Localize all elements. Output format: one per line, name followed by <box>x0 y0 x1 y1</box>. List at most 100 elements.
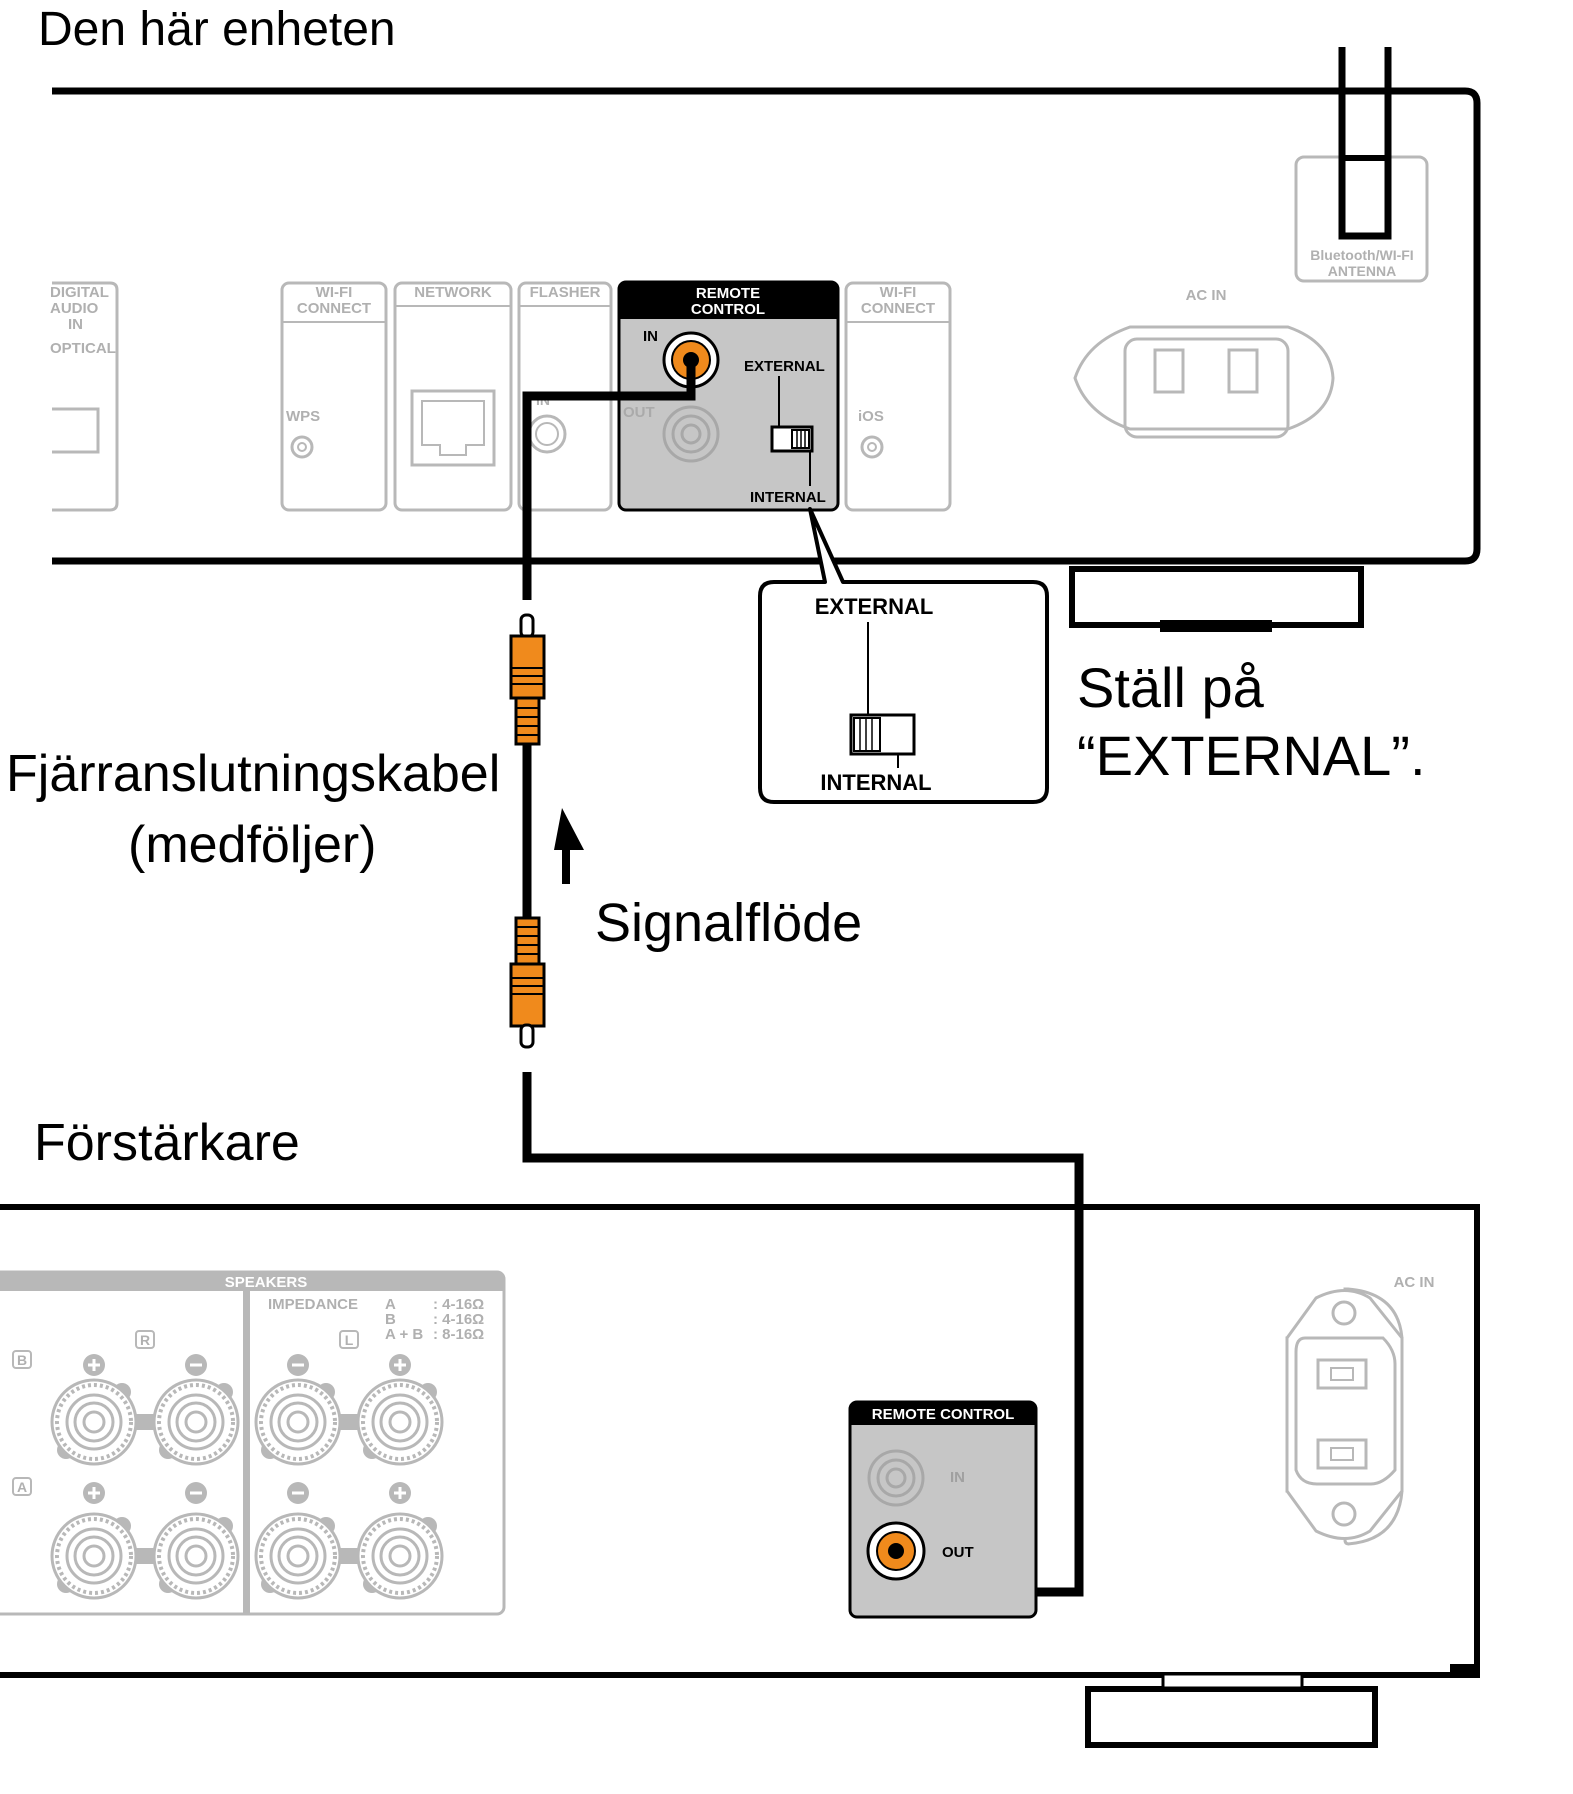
optical-panel <box>52 281 119 512</box>
device-ac-in-label: AC IN <box>1186 287 1227 304</box>
device-title: Den här enheten <box>38 3 396 56</box>
speaker-terminals <box>50 1378 444 1600</box>
ios-label: iOS <box>858 408 884 425</box>
device-foot <box>1069 566 1364 628</box>
amplifier-corner <box>1450 1664 1477 1678</box>
impedance-a-key: A <box>385 1296 396 1313</box>
signal-flow-label: Signalflöde <box>595 893 862 953</box>
amplifier-title: Förstärkare <box>34 1114 300 1172</box>
amp-rc-in-jack <box>867 1449 925 1507</box>
impedance-a-value: : 4-16Ω <box>433 1296 484 1313</box>
set-label-line2: “EXTERNAL”. <box>1077 724 1426 787</box>
flasher-port-inner <box>535 422 559 446</box>
optical-port <box>52 407 100 454</box>
speaker-binding-post <box>152 1512 240 1600</box>
device-rc-out-jack-center <box>680 423 702 445</box>
impedance-b-key: B <box>385 1311 396 1328</box>
speaker-binding-post <box>356 1378 444 1466</box>
speakers-header <box>0 1272 504 1291</box>
speaker-binding-post <box>50 1378 138 1466</box>
row-a-label: A <box>17 1479 27 1495</box>
network-label: NETWORK <box>414 284 492 301</box>
amp-ac-pin-bottom <box>1316 1438 1368 1470</box>
minus-icon <box>287 1354 309 1376</box>
speaker-binding-post <box>254 1378 342 1466</box>
optical-label-1: DIGITAL <box>50 284 109 301</box>
amp-remote-control-header <box>850 1402 1036 1425</box>
device-ac-pin-left <box>1153 348 1185 394</box>
flasher-port <box>527 414 567 454</box>
device-rc-title-2: CONTROL <box>691 301 765 318</box>
device-chassis <box>52 87 1481 565</box>
amp-ac-pin-top-inner <box>1330 1367 1354 1381</box>
device-ac-inlet <box>1073 325 1335 431</box>
amp-rc-in-jack-center <box>885 1467 907 1489</box>
plus-icon <box>83 1354 105 1376</box>
optical-label-2: AUDIO <box>50 300 99 317</box>
rca-plug-lower <box>509 916 546 1049</box>
row-b-badge <box>12 1350 32 1369</box>
device-rc-out-jack-ring <box>671 414 711 454</box>
minus-icon <box>287 1482 309 1504</box>
cable-upper <box>522 360 696 600</box>
device-ac-pin-right <box>1227 348 1259 394</box>
amp-ac-screw-bottom <box>1331 1501 1357 1527</box>
amp-rc-in-label: IN <box>950 1469 965 1486</box>
speaker-binding-post <box>254 1512 342 1600</box>
amp-ac-inlet-body <box>1285 1289 1404 1540</box>
channel-l-label: L <box>345 1332 354 1348</box>
polarity-symbols <box>83 1354 411 1504</box>
cable-label-line2: (medföljer) <box>128 816 377 874</box>
channel-r-label: R <box>140 1332 150 1348</box>
device-rc-in-label: IN <box>643 328 658 345</box>
optical-label-4: OPTICAL <box>50 340 116 357</box>
wps-button <box>290 435 314 459</box>
flasher-label: FLASHER <box>530 284 601 301</box>
impedance-b-value: : 4-16Ω <box>433 1311 484 1328</box>
wifi-connect-left-panel <box>280 281 388 512</box>
callout-switch-knob <box>853 717 881 752</box>
amp-ac-inlet <box>1285 1287 1404 1546</box>
minus-icon <box>185 1354 207 1376</box>
amplifier-chassis <box>0 1204 1480 1678</box>
device-ac-socket <box>1123 337 1290 439</box>
network-port <box>410 389 496 467</box>
amp-rc-title: REMOTE CONTROL <box>872 1406 1015 1423</box>
channel-r-badge <box>135 1330 155 1349</box>
device-rc-internal-label: INTERNAL <box>750 489 826 506</box>
row-b-label: B <box>17 1352 27 1368</box>
device-foot-bar <box>1160 620 1272 632</box>
network-port-inner <box>421 400 485 456</box>
network-panel <box>393 281 513 512</box>
row-a-badge <box>12 1477 32 1496</box>
signal-flow-arrow-icon <box>554 808 584 884</box>
wifi-connect-right-panel <box>844 281 952 512</box>
speakers-divider <box>243 1291 250 1614</box>
callout-internal-label: INTERNAL <box>820 770 931 795</box>
plus-icon <box>83 1482 105 1504</box>
device-rc-out-label: OUT <box>623 404 655 421</box>
switch-callout <box>758 507 1049 804</box>
amp-remote-control-panel <box>848 1400 1038 1619</box>
amp-ac-screw-top <box>1331 1300 1357 1326</box>
wps-button-center <box>297 442 307 452</box>
amp-rc-out-label: OUT <box>942 1544 974 1561</box>
plus-icon <box>389 1482 411 1504</box>
ios-button-center <box>867 442 877 452</box>
amplifier-foot <box>1085 1686 1378 1748</box>
amp-rc-out-pin <box>888 1543 904 1559</box>
wifi-connect-left-label-2: CONNECT <box>297 300 371 317</box>
device-rc-out-jack <box>662 405 720 463</box>
speaker-binding-post <box>152 1378 240 1466</box>
wifi-connect-right-label-1: WI-FI <box>880 284 917 301</box>
amp-ac-pin-top <box>1316 1358 1368 1390</box>
set-label-line1: Ställ på <box>1077 656 1265 719</box>
amp-ac-socket <box>1294 1336 1397 1486</box>
impedance-ab-key: A + B <box>385 1326 423 1343</box>
antenna-label-line1: Bluetooth/WI-FI <box>1310 247 1413 263</box>
impedance-ab-value: : 8-16Ω <box>433 1326 484 1343</box>
callout-external-label: EXTERNAL <box>815 594 934 619</box>
amp-rc-in-jack-ring <box>876 1458 916 1498</box>
impedance-label: IMPEDANCE <box>268 1296 358 1313</box>
rca-plug-upper <box>509 613 546 746</box>
